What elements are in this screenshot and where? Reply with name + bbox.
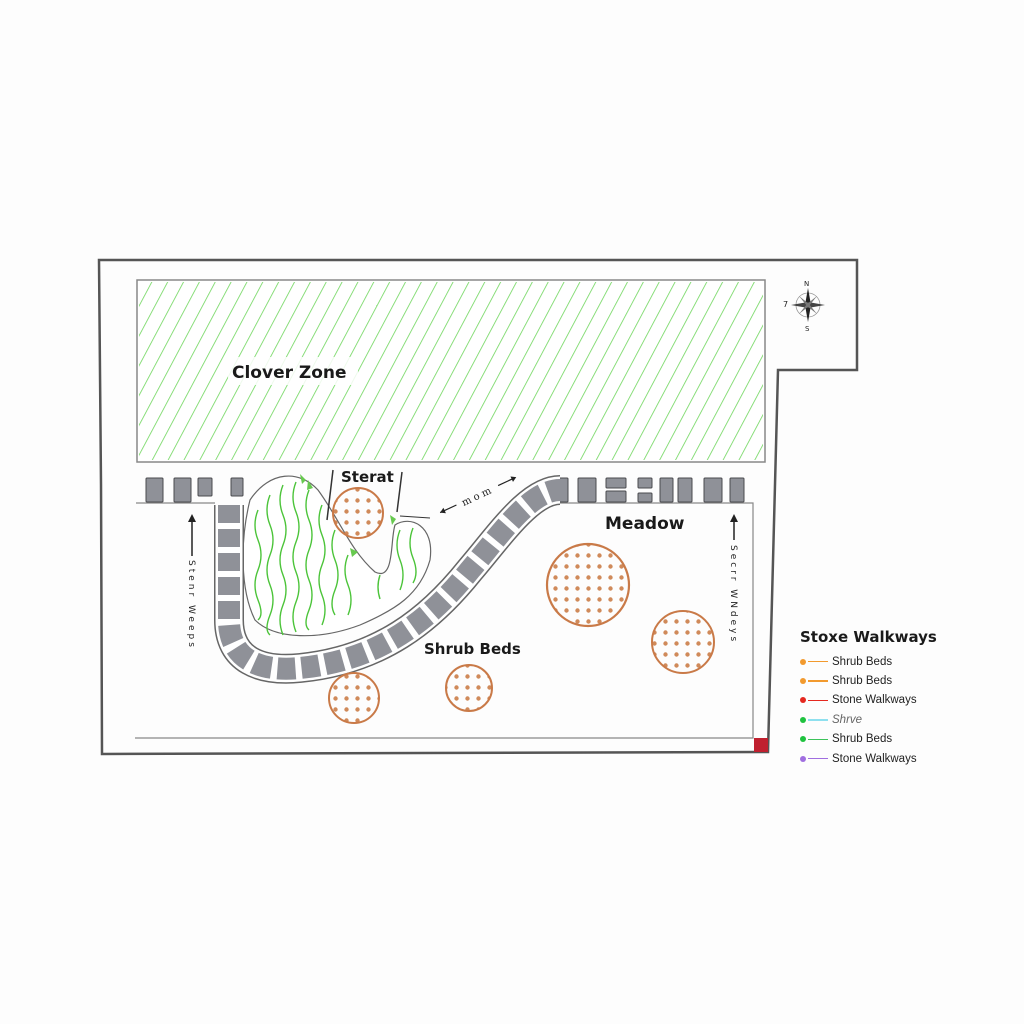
shrub-bed[interactable] [332, 487, 384, 539]
legend-line-icon [808, 738, 828, 740]
clover-zone[interactable] [136, 279, 766, 463]
legend-dot-icon [800, 716, 806, 723]
stepping-stones-right-row [550, 477, 745, 503]
legend-item-label: Shrub Beds [832, 733, 893, 746]
property-boundary [97, 258, 859, 756]
shrub-bed[interactable] [328, 672, 380, 724]
street-label: Sterat [341, 468, 394, 486]
svg-text:m o m: m o m [460, 485, 494, 508]
legend-line-icon [808, 660, 828, 663]
shrub-bed[interactable] [545, 542, 631, 628]
left-side-label: Stenr Weeps [186, 560, 196, 650]
svg-text:7: 7 [783, 300, 788, 309]
legend-item[interactable]: Stone Walkways [800, 749, 1000, 768]
stepping-stones-left-row [145, 477, 244, 503]
svg-text:S: S [805, 325, 810, 333]
legend-title: Stoxe Walkways [800, 628, 937, 646]
legend-line-icon [808, 699, 828, 702]
legend-item[interactable]: Shrve [800, 710, 1000, 729]
svg-text:N: N [804, 280, 809, 288]
meadow-green-area [242, 474, 432, 637]
legend-item-label: Stone Walkways [832, 694, 917, 707]
legend-dot-icon [800, 658, 806, 665]
legend-item[interactable]: Shrub Beds [800, 671, 1000, 690]
legend-dot-icon [800, 678, 806, 685]
legend-item[interactable]: Stone Walkways [800, 691, 1000, 710]
shrub-bed[interactable] [651, 610, 715, 674]
meadow-label: Meadow [605, 514, 685, 534]
legend-line-icon [808, 719, 828, 721]
legend-dot-icon [800, 736, 806, 743]
legend-item-label: Stone Walkways [832, 752, 917, 765]
legend-dot-icon [800, 755, 806, 762]
legend-item-label: Shrub Beds [832, 655, 893, 668]
legend-dot-icon [800, 697, 806, 704]
right-side-label: Secrr WNdeys [728, 545, 738, 645]
legend-item-label: Shrve [832, 713, 863, 726]
right-arrow [730, 514, 738, 540]
legend-item[interactable]: Shrub Beds [800, 652, 1000, 671]
legend-item[interactable]: Shrub Beds [800, 730, 1000, 749]
shrub-bed[interactable] [445, 664, 493, 712]
street-markers [326, 469, 431, 521]
clover-zone-label: Clover Zone [232, 363, 347, 383]
corner-marker [754, 738, 768, 752]
curved-stone-walkway[interactable] [214, 475, 562, 684]
legend-item-label: Shrub Beds [832, 675, 893, 688]
compass-rose: N 7 S [782, 276, 832, 334]
shrub-beds-label: Shrub Beds [424, 640, 521, 658]
legend-line-icon [808, 680, 828, 682]
legend-line-icon [808, 757, 828, 760]
left-arrow [188, 514, 196, 556]
